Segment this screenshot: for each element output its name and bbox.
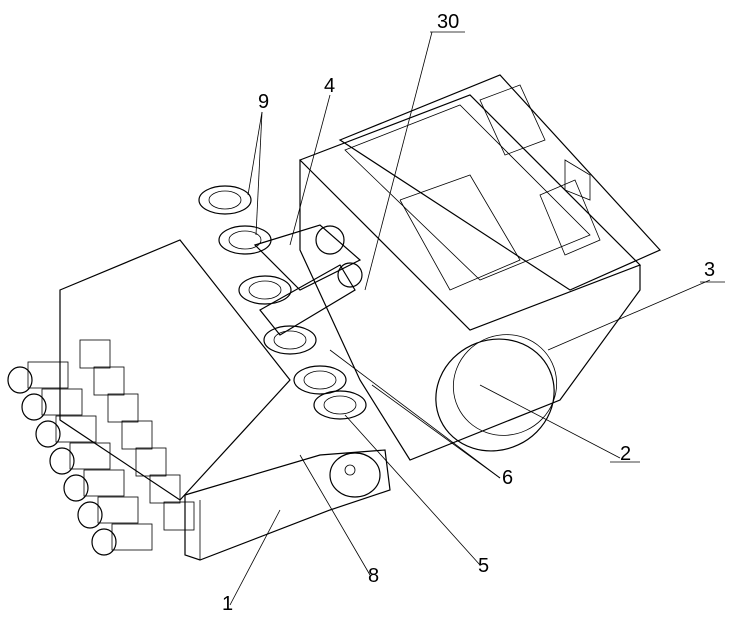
roller [314,391,366,419]
roller [239,276,291,304]
label-2: 2 [620,443,631,465]
valve-cylinder [8,340,110,393]
roller [294,366,346,394]
label-1: 1 [222,593,233,615]
label-30: 30 [437,11,459,33]
valve-cylinder [22,367,124,420]
roller [199,186,251,214]
roller-assembly [199,186,366,419]
label-4: 4 [324,75,335,97]
label-6: 6 [502,467,513,489]
valve-cylinder [92,502,194,555]
valve-cylinder [78,475,180,528]
roller [264,326,316,354]
frame-body [300,75,660,460]
base-plate [185,450,390,560]
label-9: 9 [258,91,269,113]
valve-stack [8,240,290,555]
label-5: 5 [478,555,489,577]
label-3: 3 [704,259,715,281]
leader-lines [230,32,725,605]
label-8: 8 [368,565,379,587]
roller [219,226,271,254]
valve-cylinder [36,394,138,447]
